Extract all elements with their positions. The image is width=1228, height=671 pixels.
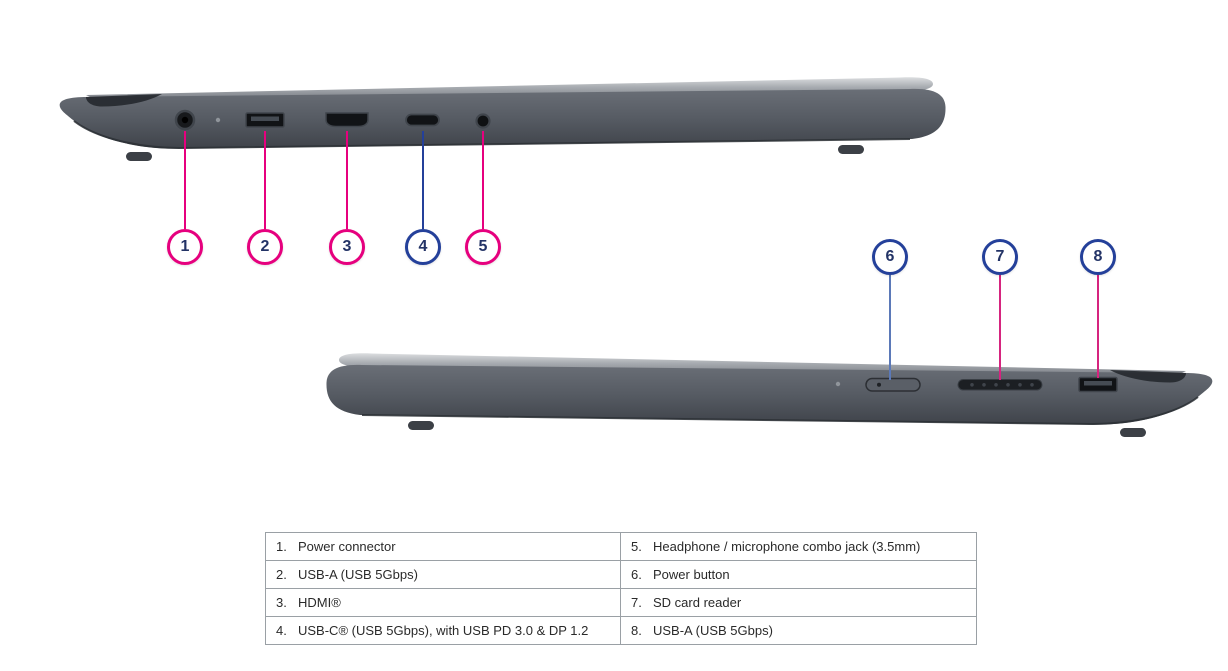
legend-cell-sd-card-reader: 7.SD card reader — [620, 588, 977, 617]
callout-1: 1 — [167, 229, 203, 265]
callout-number: 4 — [418, 238, 428, 255]
callout-6: 6 — [872, 239, 908, 275]
hinge-shadow — [86, 94, 162, 107]
leader-line-7 — [999, 275, 1001, 380]
legend-cell-usb-c: 4.USB-C® (USB 5Gbps), with USB PD 3.0 & … — [265, 616, 621, 645]
callout-5: 5 — [465, 229, 501, 265]
leader-line-6 — [889, 275, 891, 380]
legend-cell-usb-a-left: 2.USB-A (USB 5Gbps) — [265, 560, 621, 589]
legend-cell-usb-a-right: 8.USB-A (USB 5Gbps) — [620, 616, 977, 645]
legend-cell-power-button: 6.Power button — [620, 560, 977, 589]
legend-cell-audio-jack: 5.Headphone / microphone combo jack (3.5… — [620, 532, 977, 561]
legend-cell-power-connector: 1.Power connector — [265, 532, 621, 561]
callout-3: 3 — [329, 229, 365, 265]
leader-line-1 — [184, 131, 186, 229]
legend-row: 4.USB-C® (USB 5Gbps), with USB PD 3.0 & … — [265, 616, 977, 645]
rubber-foot — [408, 421, 434, 430]
leader-line-4 — [422, 131, 424, 229]
callout-number: 7 — [995, 248, 1005, 265]
usb-c-port — [405, 113, 440, 127]
callout-number: 1 — [180, 238, 190, 255]
status-led — [215, 117, 221, 123]
callout-number: 5 — [478, 238, 488, 255]
ports-legend-table: 1.Power connector 5.Headphone / micropho… — [265, 532, 977, 645]
laptop-left-side-view — [59, 77, 946, 161]
hdmi-port — [325, 112, 369, 128]
legend-row: 1.Power connector 5.Headphone / micropho… — [265, 532, 977, 561]
callout-7: 7 — [982, 239, 1018, 275]
right-side-ports — [835, 376, 1118, 393]
usb-a-port-right — [1078, 376, 1118, 393]
power-button — [865, 377, 921, 392]
callout-8: 8 — [1080, 239, 1116, 275]
legend-row: 3.HDMI® 7.SD card reader — [265, 588, 977, 617]
laptop-lid-edge — [339, 353, 1186, 375]
leader-line-8 — [1097, 275, 1099, 378]
audio-jack-port — [475, 113, 491, 129]
left-side-ports — [174, 109, 491, 131]
hinge-shadow — [1110, 370, 1186, 383]
callout-4: 4 — [405, 229, 441, 265]
leader-line-2 — [264, 131, 266, 229]
callout-2: 2 — [247, 229, 283, 265]
legend-row: 2.USB-A (USB 5Gbps) 6.Power button — [265, 560, 977, 589]
status-led — [835, 381, 841, 387]
sd-card-slot — [957, 379, 1043, 391]
callout-number: 3 — [342, 238, 352, 255]
rubber-foot — [126, 152, 152, 161]
laptop-lid-edge — [86, 77, 933, 99]
leader-line-3 — [346, 131, 348, 229]
usb-a-port-left — [245, 112, 285, 128]
callout-number: 8 — [1093, 248, 1103, 265]
laptop-right-side-view — [326, 353, 1213, 437]
rubber-foot — [838, 145, 864, 154]
laptop-base — [59, 88, 946, 149]
callout-number: 6 — [885, 248, 895, 265]
callout-number: 2 — [260, 238, 270, 255]
rubber-foot — [1120, 428, 1146, 437]
leader-line-5 — [482, 131, 484, 229]
legend-cell-hdmi: 3.HDMI® — [265, 588, 621, 617]
